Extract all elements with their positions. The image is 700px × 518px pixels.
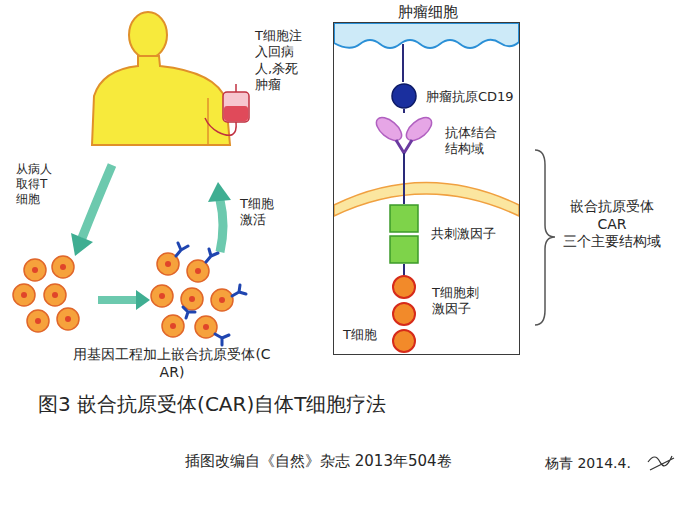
- bracket-label: 嵌合抗原受体 CAR 三个主要结构域: [560, 198, 664, 251]
- cell-label: T细胞: [343, 327, 393, 343]
- figure-caption: 图3 嵌合抗原受体(CAR)自体T细胞疗法: [38, 392, 518, 417]
- antibody-domain-shape: [369, 113, 439, 159]
- car-t-cells: [151, 253, 233, 338]
- bracket: [535, 150, 555, 325]
- person-body: [92, 56, 230, 145]
- step-note: T细胞注入回病人,杀死肿瘤: [255, 28, 311, 93]
- signature-mark: [648, 456, 674, 470]
- step-note: T细胞激活: [240, 196, 284, 229]
- connector-line: [403, 264, 405, 275]
- t-cell-stimulatory-domain-shape: [392, 275, 416, 353]
- antibody-domain: 抗体结合结构域: [369, 113, 439, 159]
- tumor-cell-surface: [334, 23, 519, 48]
- arrow-shaft: [220, 200, 223, 252]
- step-note: 从病人取得T细胞: [16, 162, 56, 207]
- arrow-shaft: [82, 165, 112, 238]
- t-cell-membrane: [334, 183, 519, 217]
- step-note: 用基因工程加上嵌合抗原受体(CAR): [72, 346, 272, 381]
- t-cell-stimulatory-domain-label: T细胞刺激因子: [432, 285, 484, 318]
- arrow-head: [71, 233, 93, 256]
- antigen-stalk: [402, 44, 404, 82]
- costimulatory-domain-label: 共刺激因子: [431, 226, 511, 242]
- cell-panel-label: 肿瘤细胞: [334, 3, 521, 22]
- antigen-circle-shape: [391, 83, 417, 109]
- person-head: [129, 12, 167, 58]
- iv-hanger: [235, 84, 237, 92]
- arrow-head: [208, 182, 231, 202]
- antigen-circle-label: 肿瘤抗原CD19: [426, 89, 516, 105]
- iv-fluid: [224, 106, 248, 121]
- costimulatory-domain-shape: [389, 204, 419, 264]
- cell-nuclei: [159, 261, 225, 330]
- costimulatory-domain: 共刺激因子: [389, 204, 419, 264]
- source-note: 插图改编自《自然》杂志 2013年504卷: [185, 452, 525, 471]
- t-cells: [13, 256, 79, 332]
- iv-tube: [205, 118, 236, 135]
- connector-line: [403, 109, 405, 113]
- antigen-circle: 肿瘤抗原CD19: [391, 83, 417, 109]
- cell-panel: 肿瘤细胞肿瘤抗原CD19抗体结合结构域共刺激因子T细胞刺激因子: [333, 22, 520, 355]
- iv-bag: [223, 92, 249, 122]
- t-cell-stimulatory-domain: T细胞刺激因子: [392, 275, 416, 353]
- signature: 杨青 2014.4.: [545, 455, 645, 473]
- connector-line: [403, 159, 405, 204]
- arrow-shaft: [98, 296, 137, 304]
- arrow-head: [136, 290, 150, 310]
- car-receptors: [176, 243, 246, 345]
- cell-nuclei: [21, 264, 71, 324]
- antibody-domain-label: 抗体结合结构域: [445, 125, 501, 158]
